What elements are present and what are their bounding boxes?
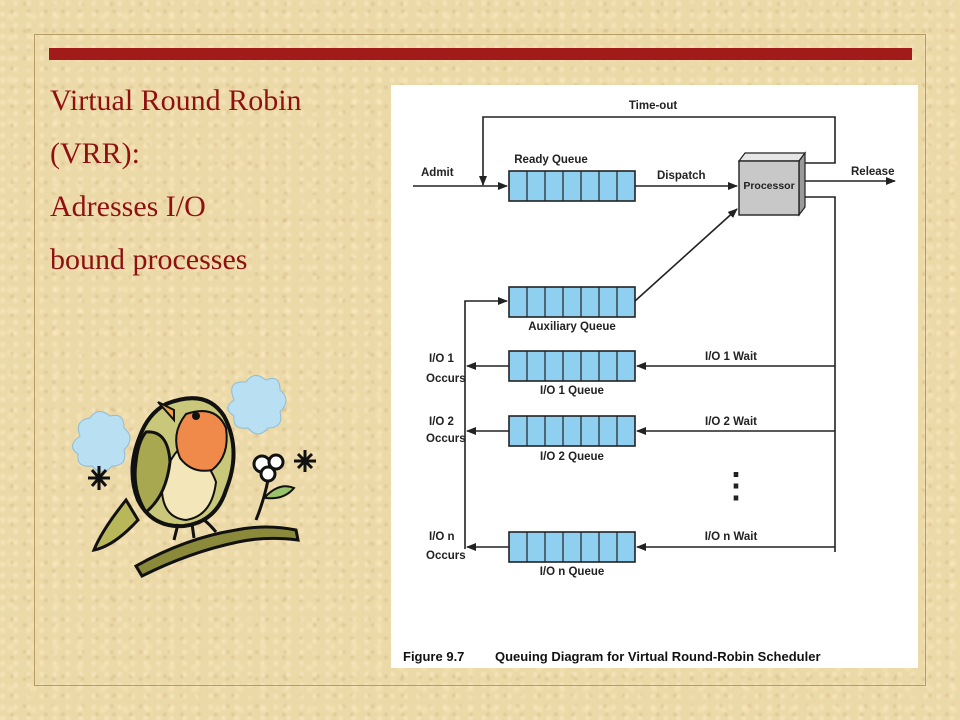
timeout-label: Time-out (629, 100, 678, 112)
title-line-3: Adresses I/O (50, 190, 206, 223)
figure-caption-number: Figure 9.7 (403, 649, 464, 664)
auxiliary-queue-label: Auxiliary Queue (528, 321, 616, 333)
io-1-queue (508, 350, 636, 382)
slide-title: Virtual Round Robin (VRR): Adresses I/O … (50, 86, 390, 298)
io-2-wait-label: I/O 2 Wait (705, 416, 757, 428)
io-2-queue (508, 415, 636, 447)
processor-box (737, 151, 807, 217)
auxiliary-to-processor-arrow (634, 208, 738, 302)
io-1-wait-label: I/O 1 Wait (705, 351, 757, 363)
robin-clipart (72, 375, 316, 578)
timeout-arrow (479, 116, 836, 186)
io-1-occurs-label: I/O 1 (429, 353, 455, 365)
title-line-2: (VRR): (50, 137, 140, 170)
queuing-diagram-figure: Time-out Admit Ready Queue Dispatch Proc… (391, 85, 918, 668)
auxiliary-queue (508, 286, 636, 318)
io-n-occurs-label: I/O n (429, 531, 455, 543)
figure-caption-text: Queuing Diagram for Virtual Round-Robin … (495, 649, 821, 664)
release-label: Release (851, 166, 894, 178)
io-2-queue-label: I/O 2 Queue (540, 451, 604, 463)
io-2-occurs-label-2: Occurs (426, 433, 466, 445)
io-n-queue (508, 531, 636, 563)
processor-label: Processor (743, 180, 794, 192)
io-1-occurs-label-2: Occurs (426, 373, 466, 385)
more-io-queues-ellipsis: ⋮ (719, 467, 753, 505)
io-n-wait-label: I/O n Wait (705, 531, 758, 543)
ready-queue-label: Ready Queue (514, 154, 588, 166)
io-wait-bus (805, 196, 836, 552)
slide-frame (34, 34, 926, 686)
title-line-4: bound processes (50, 243, 248, 276)
queuing-diagram-svg: Time-out Admit Ready Queue Dispatch Proc… (403, 100, 896, 664)
io-1-queue-label: I/O 1 Queue (540, 385, 604, 397)
dispatch-label: Dispatch (657, 170, 706, 182)
io-n-queue-label: I/O n Queue (540, 566, 605, 578)
ready-queue (508, 170, 636, 202)
admit-label: Admit (421, 167, 454, 179)
io-complete-bus (464, 297, 508, 549)
io-2-occurs-label: I/O 2 (429, 416, 454, 428)
io-n-occurs-label-2: Occurs (426, 550, 466, 562)
title-rule (49, 48, 912, 60)
title-line-1: Virtual Round Robin (50, 84, 302, 117)
